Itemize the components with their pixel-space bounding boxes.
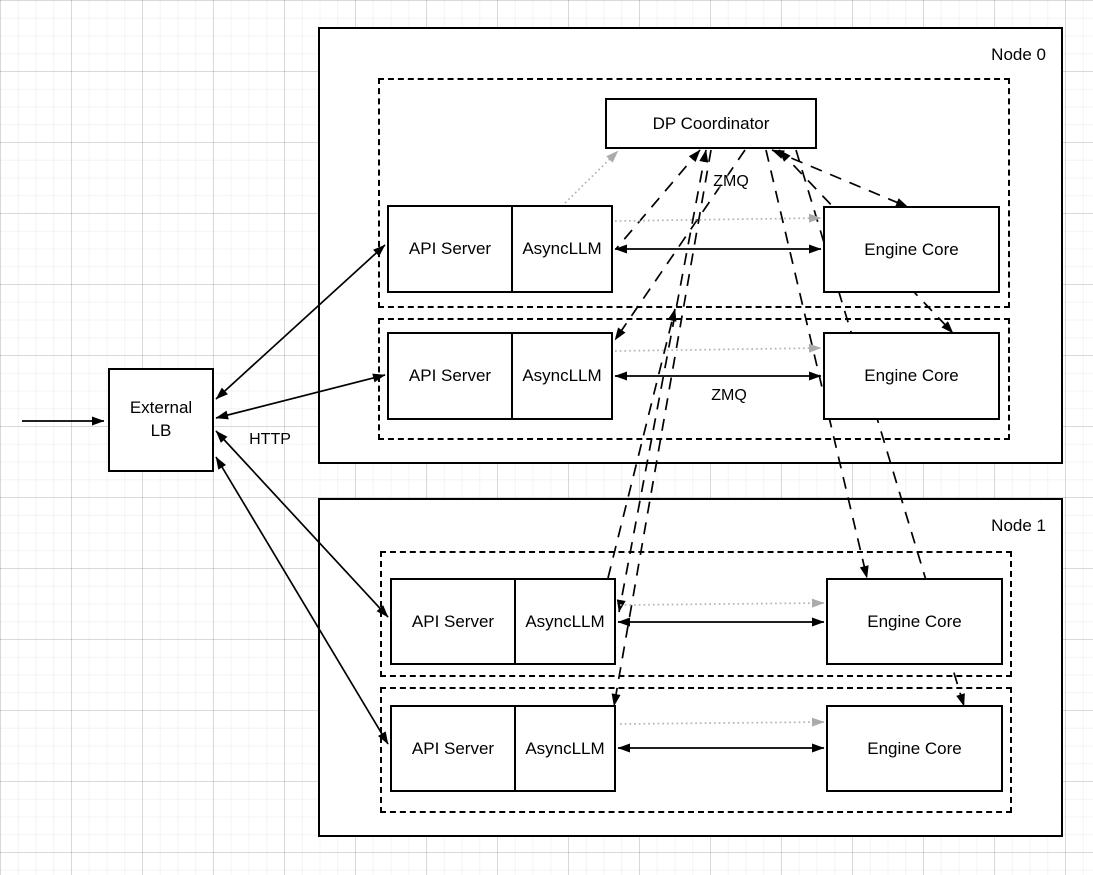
asyncllm-1-cell: AsyncLLM	[513, 207, 611, 291]
dotted-arrow-asyncllm2-enginecore2	[614, 343, 822, 353]
engine-core-1-label: Engine Core	[864, 239, 959, 259]
asyncllm-4-cell: AsyncLLM	[516, 707, 614, 790]
engine-core-3-label: Engine Core	[867, 611, 962, 631]
apiserver-asyncllm-1-box: API Server AsyncLLM	[387, 205, 613, 293]
api-server-2-label: API Server	[408, 366, 492, 385]
arrow-lb-apiserver1	[215, 244, 386, 400]
dashed-arrow-asyncllm3-node0-group	[607, 308, 677, 579]
asyncllm-2-label: AsyncLLM	[522, 366, 602, 385]
api-server-1-cell: API Server	[389, 207, 513, 291]
zmq-label-coordinator: ZMQ	[713, 173, 749, 190]
engine-core-2-label: Engine Core	[864, 366, 959, 385]
engine-core-1-box: Engine Core	[823, 206, 1000, 293]
dashed-arrow-coordinator-asyncllm3	[616, 149, 709, 613]
api-server-3-cell: API Server	[392, 580, 516, 663]
dotted-arrow-asyncllm4-enginecore4	[619, 717, 825, 727]
node1-group2-container	[380, 687, 1012, 813]
dp-coordinator-box: DP Coordinator	[605, 98, 817, 149]
arrow-lb-apiserver3	[215, 430, 389, 618]
engine-core-3-box: Engine Core	[826, 578, 1003, 665]
asyncllm-2-cell: AsyncLLM	[513, 334, 611, 418]
asyncllm-3-cell: AsyncLLM	[516, 580, 614, 663]
apiserver-asyncllm-4-box: API Server AsyncLLM	[390, 705, 616, 792]
dashed-arrow-coordinator-enginecore3	[765, 149, 869, 579]
asyncllm-3-label: AsyncLLM	[525, 611, 605, 631]
dashed-arrow-coordinator-asyncllm1	[615, 149, 701, 250]
api-server-4-cell: API Server	[392, 707, 516, 790]
zmq-label-row2: ZMQ	[711, 387, 747, 404]
http-label: HTTP	[249, 431, 291, 448]
node0-title: Node 0	[991, 45, 1046, 64]
asyncllm-4-label: AsyncLLM	[525, 738, 605, 758]
node1-title: Node 1	[991, 516, 1046, 535]
external-lb-label-line2: LB	[150, 421, 172, 440]
api-server-3-label: API Server	[411, 611, 495, 631]
apiserver-asyncllm-2-box: API Server AsyncLLM	[387, 332, 613, 420]
arrow-lb-apiserver2	[215, 373, 386, 420]
arrow-lb-apiserver4	[215, 456, 389, 745]
dashed-arrow-coordinator-asyncllm4	[611, 149, 712, 707]
dp-coordinator-label: DP Coordinator	[652, 113, 770, 133]
dashed-arrow-coordinator-enginecore1	[771, 149, 909, 208]
dotted-arrow-asyncllm1-enginecore1	[614, 213, 822, 223]
external-lb-box: External LB	[108, 368, 214, 472]
external-lb-label-line1: External	[129, 398, 193, 418]
dotted-arrow-asyncllm1-coordinator	[564, 150, 619, 204]
apiserver-asyncllm-3-box: API Server AsyncLLM	[390, 578, 616, 665]
dotted-arrow-asyncllm3-enginecore3	[619, 598, 825, 608]
engine-core-4-box: Engine Core	[826, 705, 1003, 792]
engine-core-4-label: Engine Core	[867, 738, 962, 758]
api-server-2-cell: API Server	[389, 334, 513, 418]
asyncllm-1-label: AsyncLLM	[522, 239, 602, 258]
api-server-1-label: API Server	[408, 239, 492, 258]
engine-core-2-box: Engine Core	[823, 332, 1000, 420]
api-server-4-label: API Server	[411, 738, 495, 758]
